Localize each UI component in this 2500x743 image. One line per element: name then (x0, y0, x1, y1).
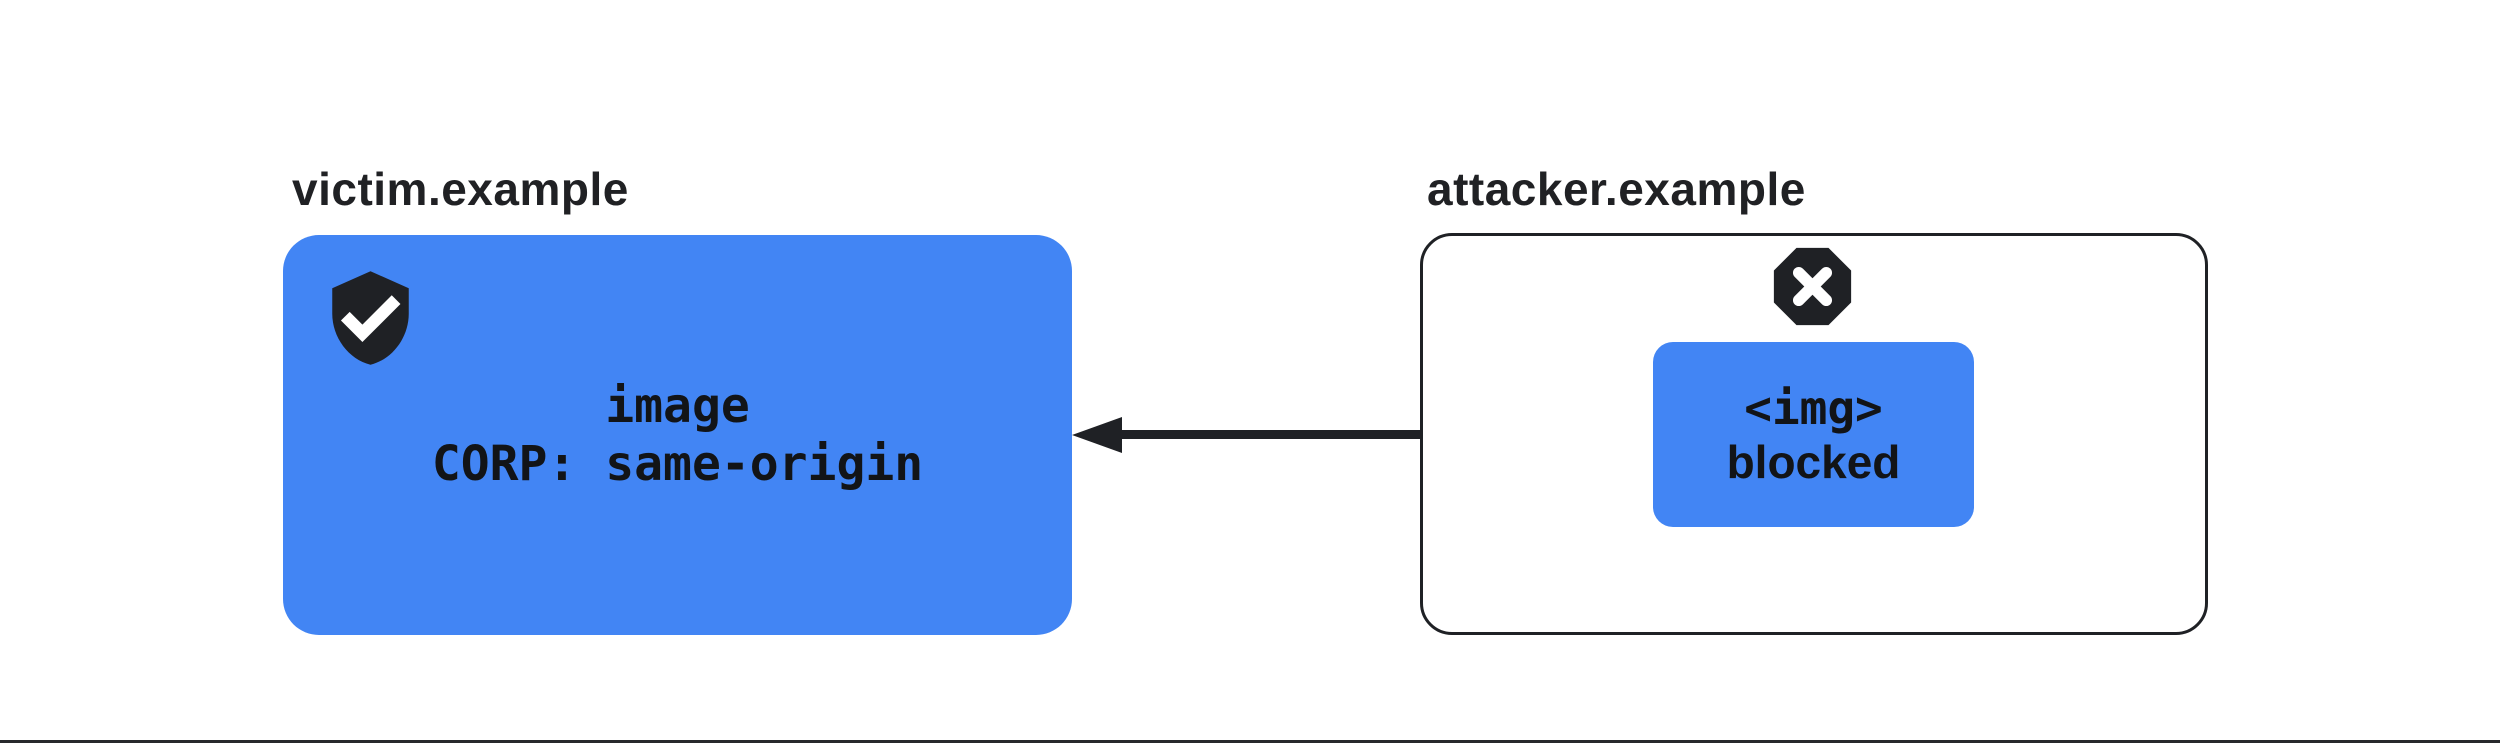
request-arrow-shaft (1117, 430, 1654, 439)
victim-domain-label: victim.example (292, 163, 629, 215)
victim-card-text: image CORP: same-origin (283, 235, 1072, 635)
img-tag-text: <img> (1744, 380, 1883, 435)
corp-header-text: CORP: same-origin (431, 436, 924, 492)
blocked-text: blocked (1726, 435, 1901, 488)
shield-check-icon (332, 271, 409, 365)
attacker-domain-label: attacker.example (1427, 163, 1806, 215)
blocked-img-card: <img> blocked (1653, 342, 1974, 527)
dangerous-octagon-x-icon (1773, 247, 1852, 326)
bottom-divider (0, 740, 2500, 743)
resource-type-text: image (605, 378, 750, 434)
request-arrow-head (1072, 417, 1122, 453)
attacker-page-frame: <img> blocked (1420, 233, 2208, 635)
victim-resource-card: image CORP: same-origin (283, 235, 1072, 635)
